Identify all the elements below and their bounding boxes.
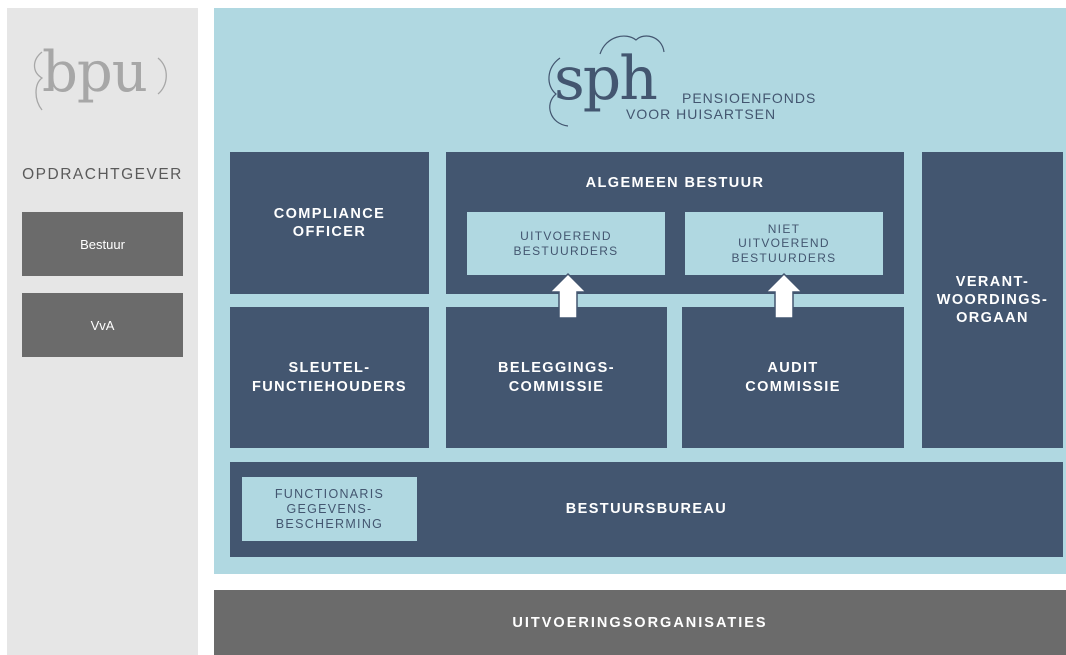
uitvoerend-bestuurders-box: UITVOEREND BESTUURDERS (467, 212, 665, 275)
opdrachtgever-heading: OPDRACHTGEVER (22, 166, 183, 183)
niet-uitvoerend-bestuurders-box: NIET UITVOEREND BESTUURDERS (685, 212, 883, 275)
compliance-officer-box: COMPLIANCE OFFICER (230, 152, 429, 294)
vva-box: VvA (22, 293, 183, 357)
sph-logo: sph PENSIOENFONDS VOOR HUISARTSEN (540, 28, 840, 138)
uitvoeringsorganisaties-bar: UITVOERINGSORGANISATIES (214, 590, 1066, 655)
bestuur-box: Bestuur (22, 212, 183, 276)
beleggingscommissie-box: BELEGGINGS- COMMISSIE (446, 307, 667, 448)
arrow-up-icon (548, 272, 588, 319)
sph-logo-cloud (548, 35, 665, 127)
bpu-logo-text: bpu (42, 40, 148, 105)
sph-wordmark: sph (554, 44, 658, 114)
verantwoordingsorgaan-box: VERANT- WOORDINGS- ORGAAN (922, 152, 1063, 448)
bestuursbureau-label: BESTUURSBUREAU (565, 501, 728, 518)
algemeen-bestuur-label: ALGEMEEN BESTUUR (585, 174, 765, 191)
sleutelfunctiehouders-box: SLEUTEL- FUNCTIEHOUDERS (230, 307, 429, 448)
auditcommissie-box: AUDIT COMMISSIE (682, 307, 904, 448)
sph-tagline-line2: VOOR HUISARTSEN (626, 106, 777, 122)
functionaris-gegevensbescherming-box: FUNCTIONARIS GEGEVENS- BESCHERMING (242, 477, 417, 541)
bpu-logo: bpu (30, 38, 180, 128)
sph-tagline-line1: PENSIOENFONDS (682, 90, 817, 106)
bpu-logo-bracket (33, 51, 167, 111)
arrow-up-icon (764, 272, 804, 319)
